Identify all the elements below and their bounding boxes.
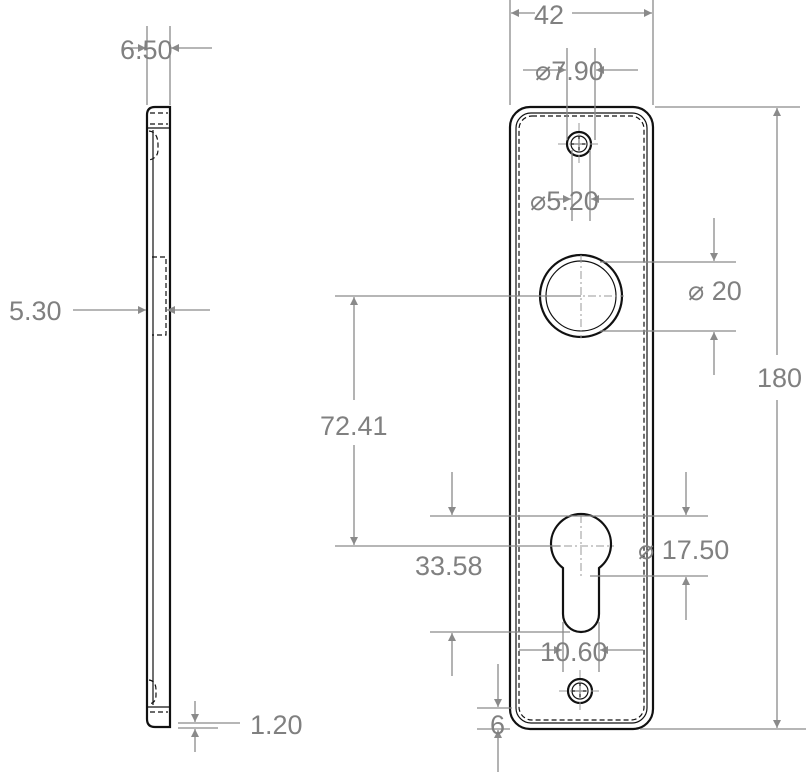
dim-handle-hole: ⌀ 20 bbox=[688, 276, 742, 306]
dim-height: 180 bbox=[757, 363, 802, 393]
dim-screw-counterbore: ⌀7.90 bbox=[535, 56, 604, 86]
dim-recess: 5.30 bbox=[9, 296, 62, 326]
side-dimensions: 6.50 5.30 1.20 bbox=[9, 26, 303, 752]
dim-lip: 1.20 bbox=[250, 710, 303, 740]
dim-width: 42 bbox=[534, 0, 564, 30]
cylinder-cutout bbox=[548, 512, 614, 634]
front-dimensions: 42 ⌀7.90 ⌀5.20 ⌀ 20 180 72.41 bbox=[320, 0, 806, 772]
dim-cylinder-round: ⌀ 17.50 bbox=[638, 535, 729, 565]
dim-slot-width: 10.60 bbox=[540, 637, 608, 667]
top-screw-hole bbox=[558, 123, 600, 166]
dim-bottom-offset: 6 bbox=[490, 710, 505, 740]
dim-handle-to-cylinder: 72.41 bbox=[320, 411, 388, 441]
dim-screw-hole: ⌀5.20 bbox=[530, 186, 599, 216]
dim-thickness: 6.50 bbox=[120, 35, 173, 65]
side-view bbox=[145, 105, 172, 729]
dim-cylinder: 33.58 bbox=[415, 551, 483, 581]
bottom-screw-hole bbox=[559, 670, 601, 712]
front-view bbox=[508, 105, 655, 731]
